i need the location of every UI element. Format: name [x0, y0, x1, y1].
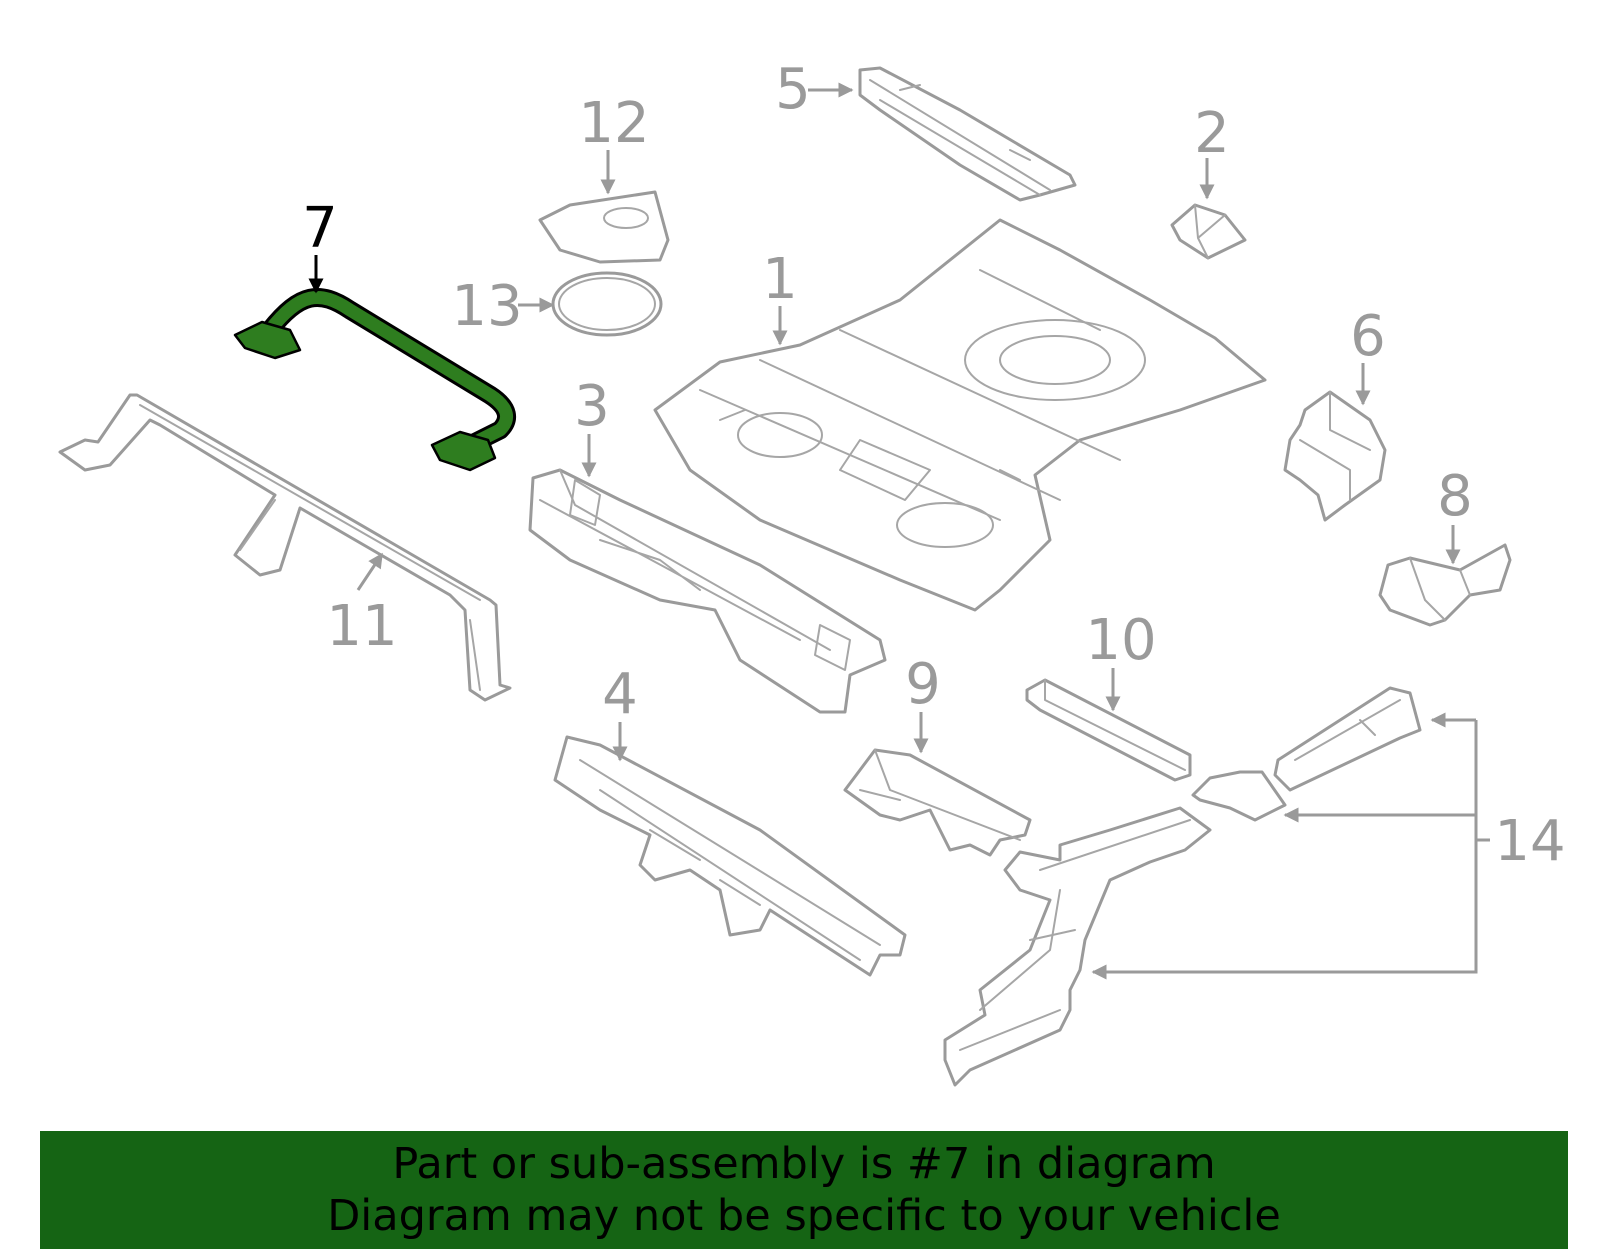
leader-lines: [308, 82, 1490, 980]
callout-7: 7: [302, 196, 338, 261]
callout-10: 10: [1085, 608, 1156, 673]
part-6-bracket: [1283, 390, 1387, 522]
part-12-cover: [538, 190, 670, 264]
part-13-seal: [551, 271, 663, 337]
callout-6: 6: [1350, 304, 1386, 369]
callout-4: 4: [602, 662, 638, 727]
callout-13: 13: [451, 274, 522, 339]
callout-12: 12: [578, 91, 649, 156]
callout-1: 1: [762, 247, 798, 312]
callout-5: 5: [775, 57, 811, 122]
banner-line-2: Diagram may not be specific to your vehi…: [327, 1191, 1281, 1241]
part-4-side-member: [553, 735, 907, 977]
part-10-bar: [1025, 678, 1192, 782]
part-3-rail: [528, 468, 887, 714]
callout-14: 14: [1494, 809, 1565, 874]
callout-9: 9: [905, 652, 941, 717]
callout-2: 2: [1194, 101, 1230, 166]
info-banner: Part or sub-assembly is #7 in diagram Di…: [40, 1131, 1568, 1249]
part-7-bar-highlighted: [233, 288, 516, 472]
part-11-frame: [58, 393, 512, 702]
part-1-rear-floor-pan: [653, 218, 1267, 612]
callout-11: 11: [326, 594, 397, 659]
part-5-cross-member: [858, 66, 1077, 202]
part-9-reinforcement: [843, 748, 1032, 857]
part-2-bracket: [1170, 203, 1247, 260]
callout-8: 8: [1437, 464, 1473, 529]
part-8-bracket: [1378, 543, 1512, 627]
banner-line-1: Part or sub-assembly is #7 in diagram: [392, 1139, 1216, 1189]
part-14-assembly: [943, 686, 1422, 1087]
callout-3: 3: [574, 374, 610, 439]
